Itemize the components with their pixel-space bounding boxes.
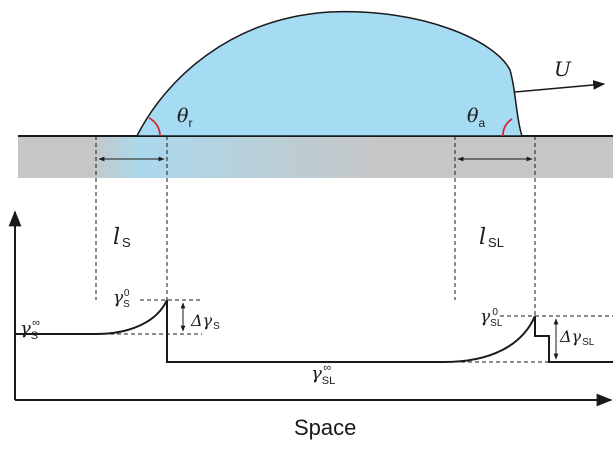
reference-dashes bbox=[96, 299, 613, 363]
droplet bbox=[135, 10, 524, 137]
advancing-angle-label: θa bbox=[467, 105, 485, 130]
gamma-s-infinity-label: γS∞ bbox=[20, 317, 40, 342]
advancing-angle-arc bbox=[502, 118, 513, 137]
x-axis-title: Space bbox=[294, 415, 356, 440]
gamma-s-zero-label: γS0 bbox=[113, 288, 130, 310]
velocity-label: U bbox=[554, 57, 572, 81]
wetted-region bbox=[90, 136, 510, 178]
velocity-arrow bbox=[514, 80, 606, 93]
dashed-guides bbox=[95, 136, 536, 316]
delta-gamma-s-label: ΔγS bbox=[190, 311, 220, 332]
receding-angle-arc bbox=[148, 117, 161, 137]
delta-gamma-sl-label: ΔγSL bbox=[559, 327, 595, 348]
gamma-sl-infinity-label: γSL∞ bbox=[311, 362, 335, 387]
gamma-sl-zero-label: γSL0 bbox=[480, 307, 503, 329]
surface-tension-profile bbox=[15, 299, 613, 363]
receding-angle-label: θr bbox=[177, 105, 192, 130]
